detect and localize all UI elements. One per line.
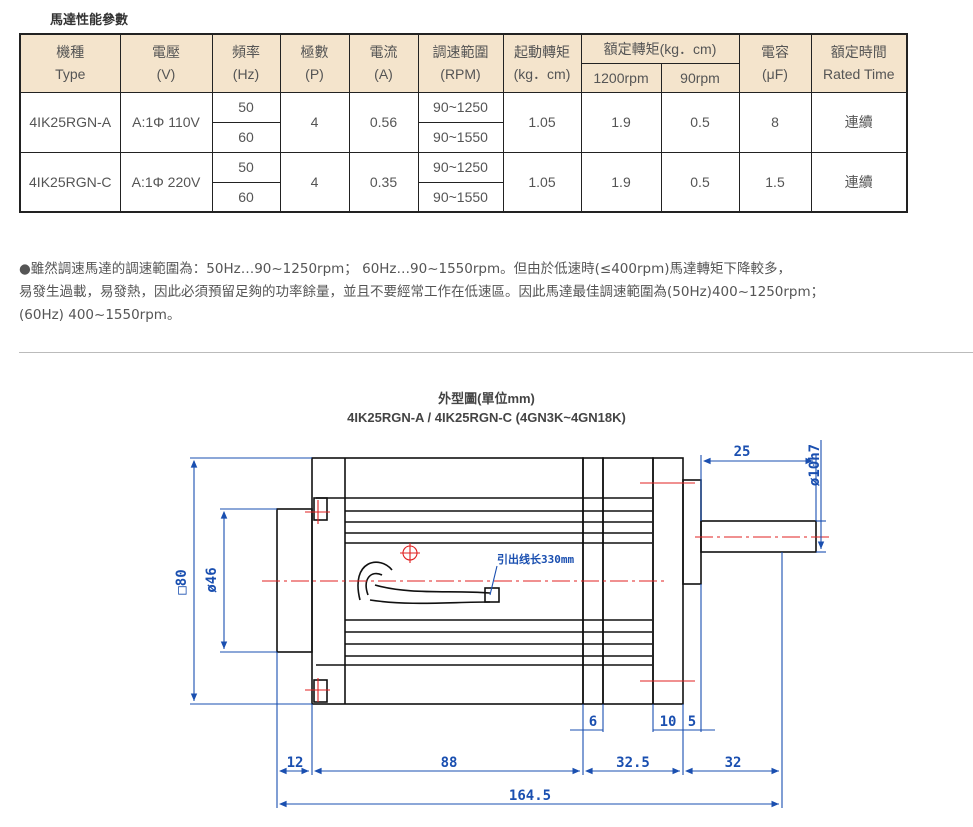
cell-torque-1200: 1.9 xyxy=(580,151,662,213)
dim-shaft-length: 25 xyxy=(734,444,751,460)
cell-capacitor: 1.5 xyxy=(738,151,812,213)
header-rated-torque: 額定轉矩(kg．cm) xyxy=(580,33,740,64)
dim-5: 5 xyxy=(688,714,696,730)
cell-voltage: A:1Φ 220V xyxy=(119,151,213,213)
table-row: 4IK25RGN-A A:1Φ 110V 50 4 0.56 90~1250 1… xyxy=(19,91,908,153)
cell-start-torque: 1.05 xyxy=(502,151,582,213)
dim-total: 164.5 xyxy=(509,788,551,804)
cell-capacitor: 8 xyxy=(738,91,812,153)
header-capacitor: 電容(μF) xyxy=(738,33,812,93)
note-line: (60Hz) 400~1550rpm。 xyxy=(19,307,181,323)
dim-shaft-diameter: ø10h7 xyxy=(807,444,823,486)
header-current: 電流(A) xyxy=(348,33,419,93)
cell-speed: 90~1250 xyxy=(417,91,504,123)
cell-current: 0.56 xyxy=(348,91,419,153)
note-line: ●雖然調速馬達的調速範圍為：50Hz…90~1250rpm； 60Hz…90~1… xyxy=(19,261,792,277)
cell-poles: 4 xyxy=(279,91,350,153)
cell-torque-1200: 1.9 xyxy=(580,91,662,153)
drawing-title: 外型圖(單位mm) xyxy=(438,391,535,406)
cell-freq: 60 xyxy=(211,181,281,213)
section-title: 馬達性能參數 xyxy=(50,13,129,28)
cell-model: 4IK25RGN-C xyxy=(19,151,121,213)
divider xyxy=(19,352,973,353)
dim-6: 6 xyxy=(589,714,597,730)
cell-torque-90: 0.5 xyxy=(660,91,740,153)
header-frequency: 頻率(Hz) xyxy=(211,33,281,93)
cell-speed: 90~1550 xyxy=(417,181,504,213)
speed-range-note: ●雖然調速馬達的調速範圍為：50Hz…90~1250rpm； 60Hz…90~1… xyxy=(19,258,959,327)
centerlines xyxy=(262,482,830,702)
drawing-subtitle: 4IK25RGN-A / 4IK25RGN-C (4GN3K~4GN18K) xyxy=(347,410,626,425)
cell-model: 4IK25RGN-A xyxy=(19,91,121,153)
header-torque-90: 90rpm xyxy=(660,62,740,93)
cell-torque-90: 0.5 xyxy=(660,151,740,213)
dim-88: 88 xyxy=(441,755,458,771)
cell-rated-time: 連續 xyxy=(810,151,908,213)
table-row: 4IK25RGN-C A:1Φ 220V 50 4 0.35 90~1250 1… xyxy=(19,151,908,213)
header-starting-torque: 起動轉矩(kg．cm) xyxy=(502,33,582,93)
cell-speed: 90~1250 xyxy=(417,151,504,183)
dim-square: □80 xyxy=(174,569,190,594)
dim-pilot: ø46 xyxy=(204,567,220,592)
dim-12: 12 xyxy=(287,755,304,771)
cell-speed: 90~1550 xyxy=(417,121,504,153)
lead-wire-label: 引出线长330mm xyxy=(497,552,574,566)
dim-10: 10 xyxy=(660,714,677,730)
note-line: 易發生過載，易發熱，因此必須預留足夠的功率餘量，並且不要經常工作在低速區。因此馬… xyxy=(19,284,825,300)
dim-32-5: 32.5 xyxy=(616,755,650,771)
dimension-lines xyxy=(190,440,826,808)
dim-32: 32 xyxy=(725,755,742,771)
header-torque-1200: 1200rpm xyxy=(580,62,662,93)
